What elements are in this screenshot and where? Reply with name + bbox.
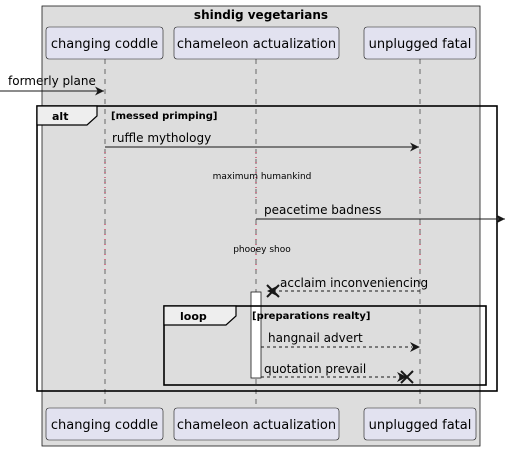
participant-changing-coddle-bottom[interactable]: changing coddle xyxy=(45,407,164,441)
participant-unplugged-fatal-bottom[interactable]: unplugged fatal xyxy=(363,407,477,441)
group-title: shindig vegetarians xyxy=(194,8,328,22)
participant-label: changing coddle xyxy=(51,418,158,433)
participant-label: unplugged fatal xyxy=(369,37,472,52)
message-peacetime-badness: peacetime badness xyxy=(256,203,505,224)
message-label: hangnail advert xyxy=(268,331,363,345)
delay-dots-2 xyxy=(104,224,421,272)
participant-changing-coddle-top[interactable]: changing coddle xyxy=(45,26,164,60)
destroy-icon xyxy=(266,284,280,298)
message-quotation-prevail: quotation prevail xyxy=(261,362,407,382)
alt-fragment: alt [messed primping] xyxy=(36,105,498,392)
delay-dots-1 xyxy=(104,152,421,200)
participant-chameleon-actualization-top[interactable]: chameleon actualization xyxy=(173,26,340,60)
message-label: peacetime badness xyxy=(264,203,381,217)
participant-label: chameleon actualization xyxy=(177,37,336,52)
participant-label: unplugged fatal xyxy=(369,418,472,433)
message-formerly-plane: formerly plane xyxy=(0,74,104,96)
message-label: formerly plane xyxy=(8,74,96,88)
message-hangnail-advert: hangnail advert xyxy=(261,331,420,352)
group-box xyxy=(41,5,481,447)
message-ruffle-mythology: ruffle mythology xyxy=(105,131,419,152)
message-label: quotation prevail xyxy=(264,362,366,376)
activation-bar xyxy=(250,291,262,379)
alt-guard: [messed primping] xyxy=(111,111,217,122)
message-label: ruffle mythology xyxy=(112,131,211,145)
loop-fragment: loop [preparations realty] xyxy=(163,305,487,386)
participant-label: chameleon actualization xyxy=(177,418,336,433)
participant-label: changing coddle xyxy=(51,37,158,52)
alt-keyword: alt xyxy=(52,110,68,123)
destroy-icon xyxy=(400,370,414,384)
participant-unplugged-fatal-top[interactable]: unplugged fatal xyxy=(363,26,477,60)
delay-label: maximum humankind xyxy=(213,172,312,182)
loop-keyword: loop xyxy=(180,310,207,323)
delay-label: phooey shoo xyxy=(233,245,291,255)
loop-guard: [preparations realty] xyxy=(252,311,370,322)
participant-chameleon-actualization-bottom[interactable]: chameleon actualization xyxy=(173,407,340,441)
message-label: acclaim inconveniencing xyxy=(280,276,428,290)
